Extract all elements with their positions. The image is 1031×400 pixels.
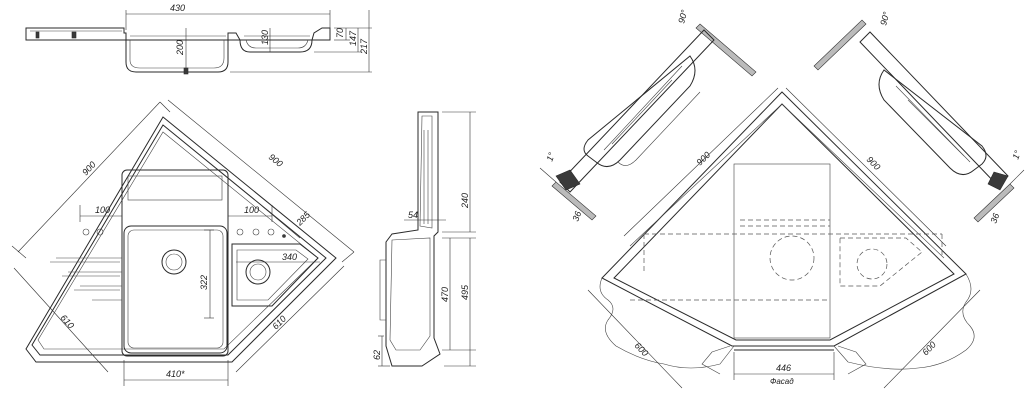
dim-340-label: 340	[282, 252, 297, 262]
angle-1-right-label: 1°	[1010, 149, 1022, 161]
dim-54-label: 54	[408, 210, 418, 220]
install-dim-900-left-label: 900	[694, 150, 712, 168]
dim-147-label: 147	[348, 30, 358, 46]
dim-70-label: 70	[335, 28, 345, 38]
dim-217-label: 217	[359, 38, 369, 55]
dim-36-left-label: 36	[570, 210, 583, 223]
dim-240-label: 240	[460, 193, 470, 209]
side-section-view: 240 54 470 495 62	[372, 111, 476, 367]
dim-100-right-label: 100	[244, 205, 259, 215]
top-section-view: 430 200 130 70 147 217	[25, 3, 372, 75]
angle-90-right-label: 90°	[878, 10, 891, 26]
dim-900-right-label: 900	[267, 152, 285, 169]
dim-100-left-label: 100	[95, 205, 110, 215]
dim-470-label: 470	[440, 287, 450, 302]
dim-36-right-label: 36	[988, 212, 1001, 225]
angle-1-left-label: 1°	[544, 151, 556, 163]
dim-62-label: 62	[372, 350, 382, 360]
angle-90-left-label: 90°	[676, 8, 689, 24]
dim-430-label: 430	[170, 3, 185, 13]
dim-200-label: 200	[175, 40, 185, 56]
dim-130-label: 130	[260, 30, 270, 45]
small-drain	[245, 259, 271, 285]
dim-610-left-label: 610	[59, 313, 76, 331]
install-view: 90° 90° 1° 1° 36 36 900 900 600 6	[539, 8, 1025, 389]
install-dim-600-right-label: 600	[920, 340, 938, 358]
dim-410-label: 410*	[166, 369, 185, 379]
install-dim-446-label: 446	[776, 363, 791, 373]
plan-view: 100 100 285 322 340 900 900 610 610	[11, 99, 355, 386]
install-dim-900-right-label: 900	[865, 154, 883, 172]
facade-label: Фасад	[770, 377, 794, 386]
dim-322-label: 322	[199, 275, 209, 290]
dim-900-left-label: 900	[80, 160, 98, 178]
dim-610-right-label: 610	[270, 314, 288, 332]
dim-495-label: 495	[460, 284, 470, 300]
main-drain	[161, 249, 187, 275]
